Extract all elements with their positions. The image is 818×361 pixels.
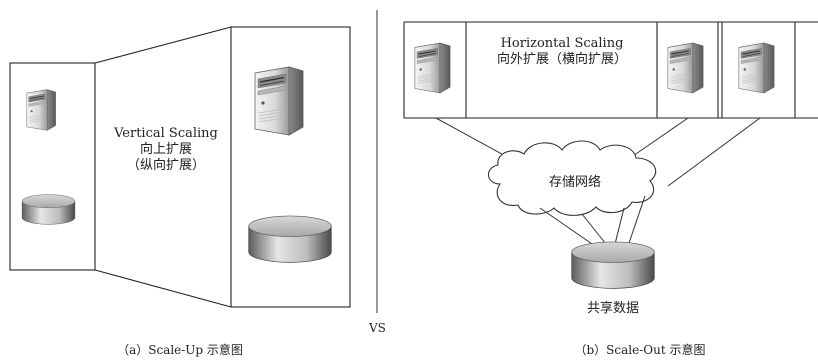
large-server-frame: [230, 26, 351, 308]
expansion-line-bottom: [94, 269, 232, 308]
storage-network-label: 存储网络: [548, 175, 601, 190]
disk-icon: [571, 241, 655, 289]
small-server-frame: [9, 62, 96, 271]
vertical-scaling-subtitle: （纵向扩展）: [126, 158, 205, 173]
disk-icon: [21, 194, 76, 225]
vertical-scaling-label: Vertical Scaling 向上扩展 （纵向扩展）: [108, 126, 224, 174]
server-icon: [254, 66, 304, 136]
vs-label: VS: [369, 321, 386, 335]
scale-up-figure: [9, 26, 351, 308]
server-icon: [667, 42, 704, 94]
vertical-scaling-title-en: Vertical Scaling: [114, 126, 218, 141]
disk-icon: [248, 215, 332, 263]
shared-data-label: 共享数据: [586, 301, 639, 316]
horizontal-scaling-title-zh: 向外扩展（横向扩展）: [496, 52, 627, 67]
server-icon: [414, 42, 451, 94]
scale-out-figure: [403, 21, 818, 289]
scale-out-caption: （b）Scale-Out 示意图: [574, 343, 706, 357]
horizontal-scaling-title-en: Horizontal Scaling: [500, 36, 624, 51]
cloud-icon: [487, 140, 657, 216]
server-icon: [26, 89, 57, 131]
server-icon: [738, 42, 775, 94]
expansion-line-top: [94, 26, 232, 64]
vertical-scaling-title-zh: 向上扩展: [139, 142, 192, 157]
scale-up-caption: （a）Scale-Up 示意图: [117, 343, 243, 357]
horizontal-scaling-label: Horizontal Scaling 向外扩展（横向扩展）: [476, 36, 648, 68]
network-storage-links: [539, 195, 646, 247]
